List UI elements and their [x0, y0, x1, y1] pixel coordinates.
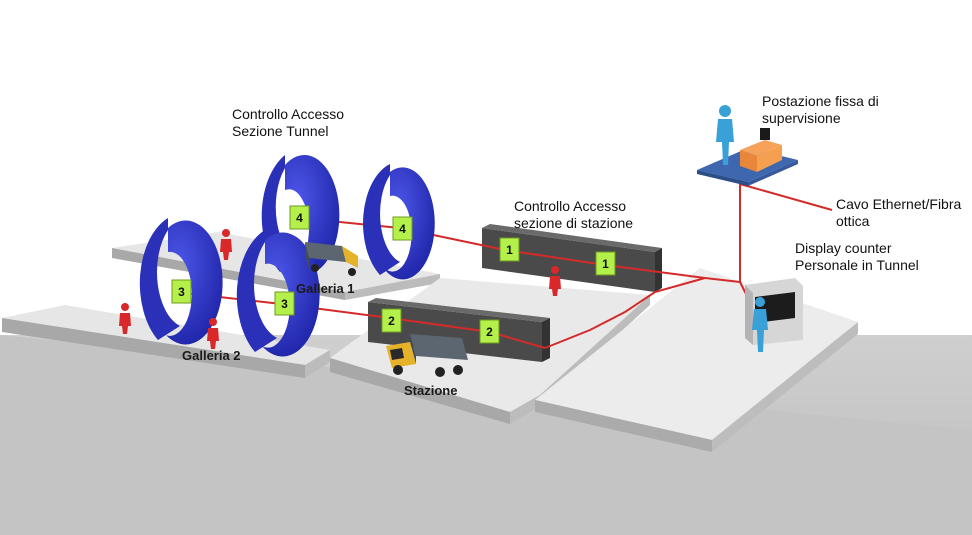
reader-2b-label: 2 — [486, 325, 493, 339]
reader-1a-label: 1 — [506, 243, 513, 257]
reader-2b: 2 — [479, 319, 500, 344]
label-controllo-stazione: Controllo Accesso sezione di stazione — [514, 198, 634, 231]
access-ring-icon — [363, 164, 435, 280]
reader-3a-label: 3 — [178, 285, 185, 299]
label-stazione: Stazione — [404, 383, 458, 398]
display-counter — [745, 278, 803, 352]
reader-2a: 2 — [381, 308, 402, 333]
reader-3b-label: 3 — [281, 297, 288, 311]
access-ring-icon — [236, 230, 320, 357]
reader-4b-label: 4 — [399, 222, 406, 236]
reader-4b: 4 — [392, 216, 413, 241]
label-postazione: Postazione fissa di supervisione — [762, 93, 879, 126]
supervision-station — [697, 105, 798, 186]
person-icon — [752, 297, 768, 352]
truck-icon — [386, 334, 468, 377]
label-display: Display counter Personale in Tunnel — [795, 240, 919, 273]
reader-1b-label: 1 — [602, 257, 609, 271]
label-galleria-2: Galleria 2 — [182, 348, 241, 363]
reader-3b: 3 — [274, 291, 295, 316]
galleria-2-platform — [2, 305, 330, 378]
label-cavo: Cavo Ethernet/Fibra ottica — [836, 196, 962, 229]
reader-1b: 1 — [595, 251, 616, 276]
label-controllo-tunnel: Controllo Accesso Sezione Tunnel — [232, 106, 345, 139]
person-icon — [220, 229, 232, 260]
ground-front — [0, 335, 972, 535]
label-galleria-1: Galleria 1 — [296, 281, 355, 296]
reader-4a: 4 — [289, 205, 310, 230]
desk-icon — [740, 128, 782, 172]
person-icon — [119, 303, 131, 334]
person-icon — [716, 105, 734, 165]
person-icon — [549, 266, 561, 296]
reader-4a-label: 4 — [296, 211, 303, 225]
reader-3a: 3 — [171, 279, 192, 304]
access-ring-icon — [139, 218, 223, 345]
truck-icon — [305, 242, 358, 276]
reader-2a-label: 2 — [388, 314, 395, 328]
person-icon — [207, 318, 219, 349]
reader-1a: 1 — [499, 237, 520, 262]
